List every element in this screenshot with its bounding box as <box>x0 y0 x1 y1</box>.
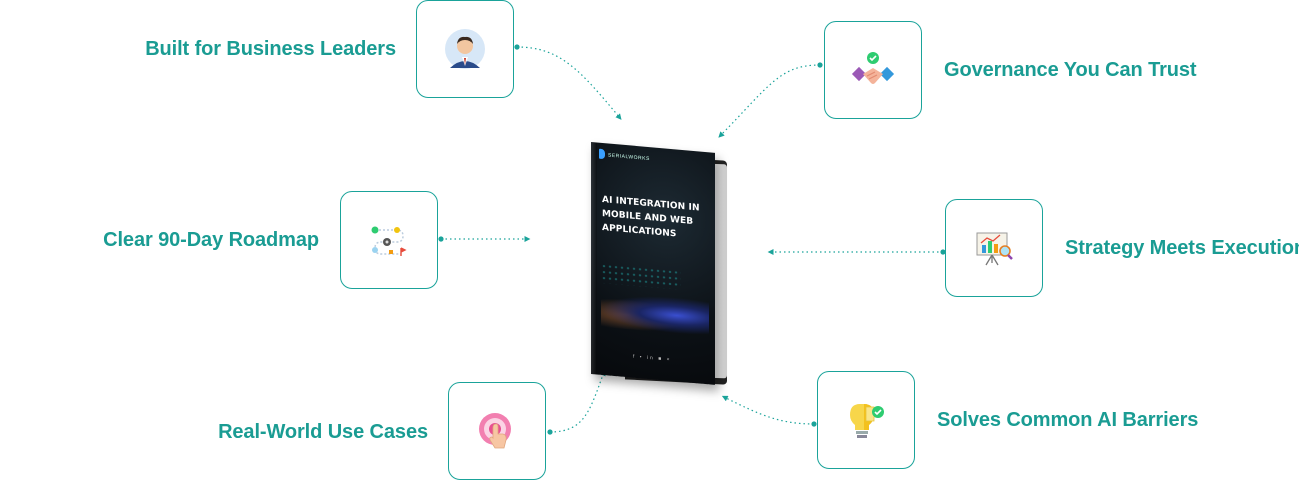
feature-label-strategy: Strategy Meets Execution <box>1065 237 1299 259</box>
connector-business-leaders <box>516 46 622 120</box>
lightbulb-puzzle-icon <box>844 398 888 442</box>
businessman-icon <box>444 28 486 70</box>
connector-ai-barriers <box>721 395 815 425</box>
feature-label-ai-barriers: Solves Common AI Barriers <box>937 409 1199 431</box>
handshake-icon <box>851 50 895 90</box>
book-brand: SERIALWORKS <box>608 152 650 163</box>
feature-box-governance <box>824 21 922 119</box>
feature-box-strategy <box>945 199 1043 297</box>
book-social-icons: f • in ■ × <box>633 353 672 364</box>
feature-box-roadmap <box>340 191 438 289</box>
brand-logo-icon <box>599 148 605 160</box>
feature-box-use-cases <box>448 382 546 480</box>
feature-box-ai-barriers <box>817 371 915 469</box>
book-front-cover: SERIALWORKS AI INTEGRATION IN MOBILE AND… <box>591 142 715 385</box>
feature-label-governance: Governance You Can Trust <box>944 59 1197 81</box>
book-title: AI INTEGRATION IN MOBILE AND WEB APPLICA… <box>602 194 700 240</box>
presentation-chart-icon <box>972 227 1016 269</box>
ebook-cover: SERIALWORKS AI INTEGRATION IN MOBILE AND… <box>585 138 735 385</box>
feature-box-business-leaders <box>416 0 514 98</box>
tap-target-icon <box>476 410 518 452</box>
feature-label-roadmap: Clear 90-Day Roadmap <box>103 229 319 251</box>
connector-governance <box>718 64 821 138</box>
cover-hands-image <box>601 290 709 337</box>
feature-label-business-leaders: Built for Business Leaders <box>145 38 396 60</box>
feature-label-use-cases: Real-World Use Cases <box>218 421 428 443</box>
roadmap-icon <box>367 220 411 260</box>
